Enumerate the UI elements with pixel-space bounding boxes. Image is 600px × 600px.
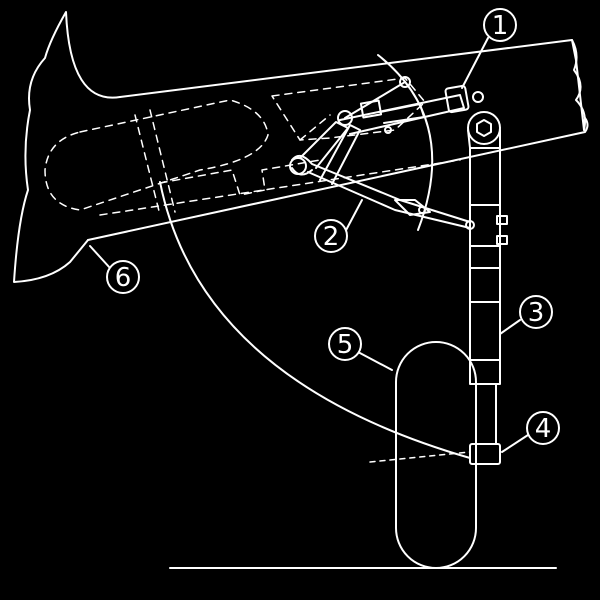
callout-4: 4 [526,411,560,445]
retraction-arc [159,181,471,459]
leader-lines [89,37,529,453]
svg-text:3: 3 [528,298,545,328]
svg-text:5: 5 [337,330,354,360]
axle-line [369,451,471,463]
internal-structure-hidden [44,77,461,216]
wheel [395,341,477,569]
svg-text:6: 6 [115,263,132,293]
callout-2: 2 [314,219,348,253]
svg-text:2: 2 [323,222,340,252]
callout-1: 1 [483,8,517,42]
retraction-actuator [299,76,484,169]
svg-text:1: 1 [492,11,509,41]
callout-3: 3 [519,295,553,329]
main-strut [467,111,508,465]
strut-arc [377,54,434,231]
svg-text:4: 4 [535,414,552,444]
wing-nacelle-outline [13,11,589,283]
callout-5: 5 [328,327,362,361]
callout-6: 6 [106,260,140,294]
